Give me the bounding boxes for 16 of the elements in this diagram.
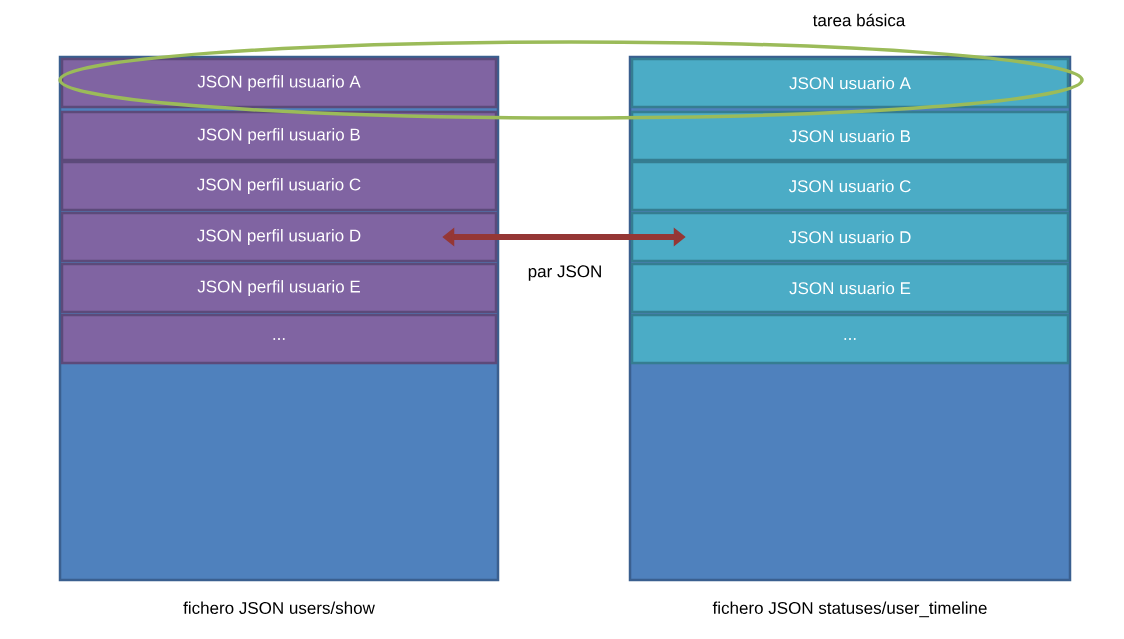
list-row: JSON perfil usuario C	[60, 160, 498, 212]
list-row: ...	[630, 313, 1070, 365]
list-row: JSON usuario B	[630, 110, 1070, 162]
edge-label: par JSON	[528, 265, 601, 281]
node-label: tarea básica	[812, 13, 906, 27]
list-row: JSON usuario C	[630, 160, 1070, 212]
list-row: JSON perfil usuario A	[60, 57, 498, 109]
node-label: fichero JSON statuses/user_timeline	[712, 601, 987, 618]
list-row: JSON usuario A	[630, 57, 1070, 109]
node-label: fichero JSON users/show	[183, 601, 375, 614]
list-row: JSON perfil usuario D	[60, 211, 498, 263]
list-row: JSON perfil usuario E	[60, 262, 498, 314]
list-row: ...	[60, 313, 498, 365]
list-row: JSON perfil usuario B	[60, 110, 498, 162]
list-row: JSON usuario E	[630, 262, 1070, 314]
list-row: JSON usuario D	[630, 211, 1070, 263]
